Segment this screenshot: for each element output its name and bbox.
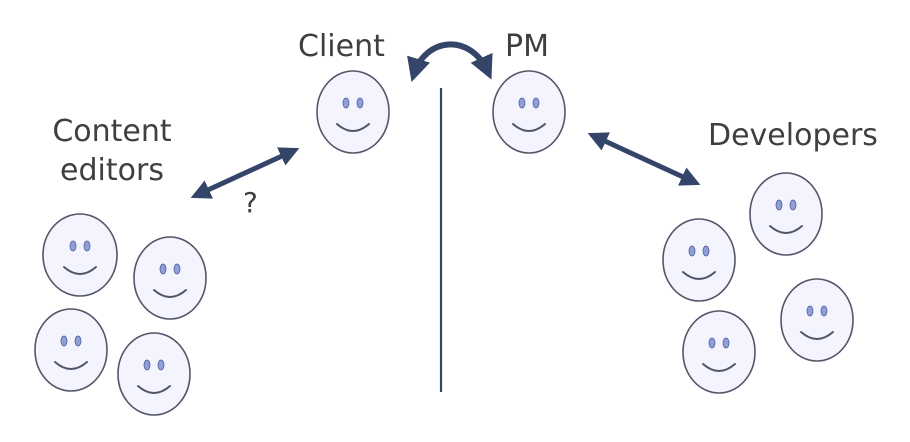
smiley-face-icon bbox=[34, 308, 108, 392]
right-eye-icon bbox=[157, 359, 165, 371]
editors-client-arrow bbox=[190, 147, 300, 199]
smiley-face-icon bbox=[42, 213, 118, 297]
smile-mouth-icon bbox=[63, 266, 97, 275]
smiley-face-icon bbox=[117, 332, 191, 416]
left-eye-icon bbox=[806, 305, 814, 317]
smiley-face-icon bbox=[662, 218, 736, 302]
pm-label: PM bbox=[505, 29, 549, 64]
face-developer-4 bbox=[780, 278, 854, 362]
smiley-face-icon bbox=[316, 70, 390, 154]
smile-mouth-icon bbox=[800, 331, 834, 340]
left-eye-icon bbox=[159, 263, 167, 275]
right-eye-icon bbox=[789, 199, 797, 211]
right-eye-icon bbox=[83, 240, 91, 252]
right-eye-icon bbox=[820, 305, 828, 317]
client-pm-curved-arrow bbox=[407, 41, 493, 83]
face-content-editor-2 bbox=[133, 236, 207, 320]
face-content-editor-3 bbox=[34, 308, 108, 392]
left-eye-icon bbox=[60, 335, 68, 347]
face-pm bbox=[492, 70, 566, 154]
smile-mouth-icon bbox=[512, 123, 546, 132]
left-eye-icon bbox=[143, 359, 151, 371]
smiley-face-icon bbox=[780, 278, 854, 362]
right-eye-icon bbox=[356, 97, 364, 109]
smile-mouth-icon bbox=[137, 385, 171, 394]
question-mark-label: ? bbox=[243, 186, 258, 219]
smiley-face-icon bbox=[682, 310, 756, 394]
faces-group bbox=[34, 70, 854, 416]
face-client bbox=[316, 70, 390, 154]
smile-mouth-icon bbox=[769, 225, 803, 234]
smile-mouth-icon bbox=[153, 289, 187, 298]
left-eye-icon bbox=[708, 337, 716, 349]
smiley-face-icon bbox=[133, 236, 207, 320]
right-eye-icon bbox=[173, 263, 181, 275]
smiley-face-icon bbox=[492, 70, 566, 154]
face-content-editor-1 bbox=[42, 213, 118, 297]
right-eye-icon bbox=[722, 337, 730, 349]
smile-mouth-icon bbox=[702, 363, 736, 372]
left-eye-icon bbox=[518, 97, 526, 109]
right-eye-icon bbox=[702, 245, 710, 257]
face-developer-1 bbox=[662, 218, 736, 302]
left-eye-icon bbox=[69, 240, 77, 252]
face-developer-2 bbox=[749, 172, 823, 256]
left-eye-icon bbox=[775, 199, 783, 211]
smiley-face-icon bbox=[749, 172, 823, 256]
content-editors-label-line1: Content bbox=[52, 114, 172, 149]
pm-developers-arrow bbox=[587, 132, 701, 186]
smile-mouth-icon bbox=[336, 123, 370, 132]
right-eye-icon bbox=[74, 335, 82, 347]
client-label: Client bbox=[298, 29, 385, 64]
face-content-editor-4 bbox=[117, 332, 191, 416]
face-developer-3 bbox=[682, 310, 756, 394]
smile-mouth-icon bbox=[54, 361, 88, 370]
developers-label: Developers bbox=[708, 118, 878, 153]
right-eye-icon bbox=[532, 97, 540, 109]
left-eye-icon bbox=[688, 245, 696, 257]
content-editors-label-line2: editors bbox=[60, 153, 164, 188]
smile-mouth-icon bbox=[682, 271, 716, 280]
left-eye-icon bbox=[342, 97, 350, 109]
